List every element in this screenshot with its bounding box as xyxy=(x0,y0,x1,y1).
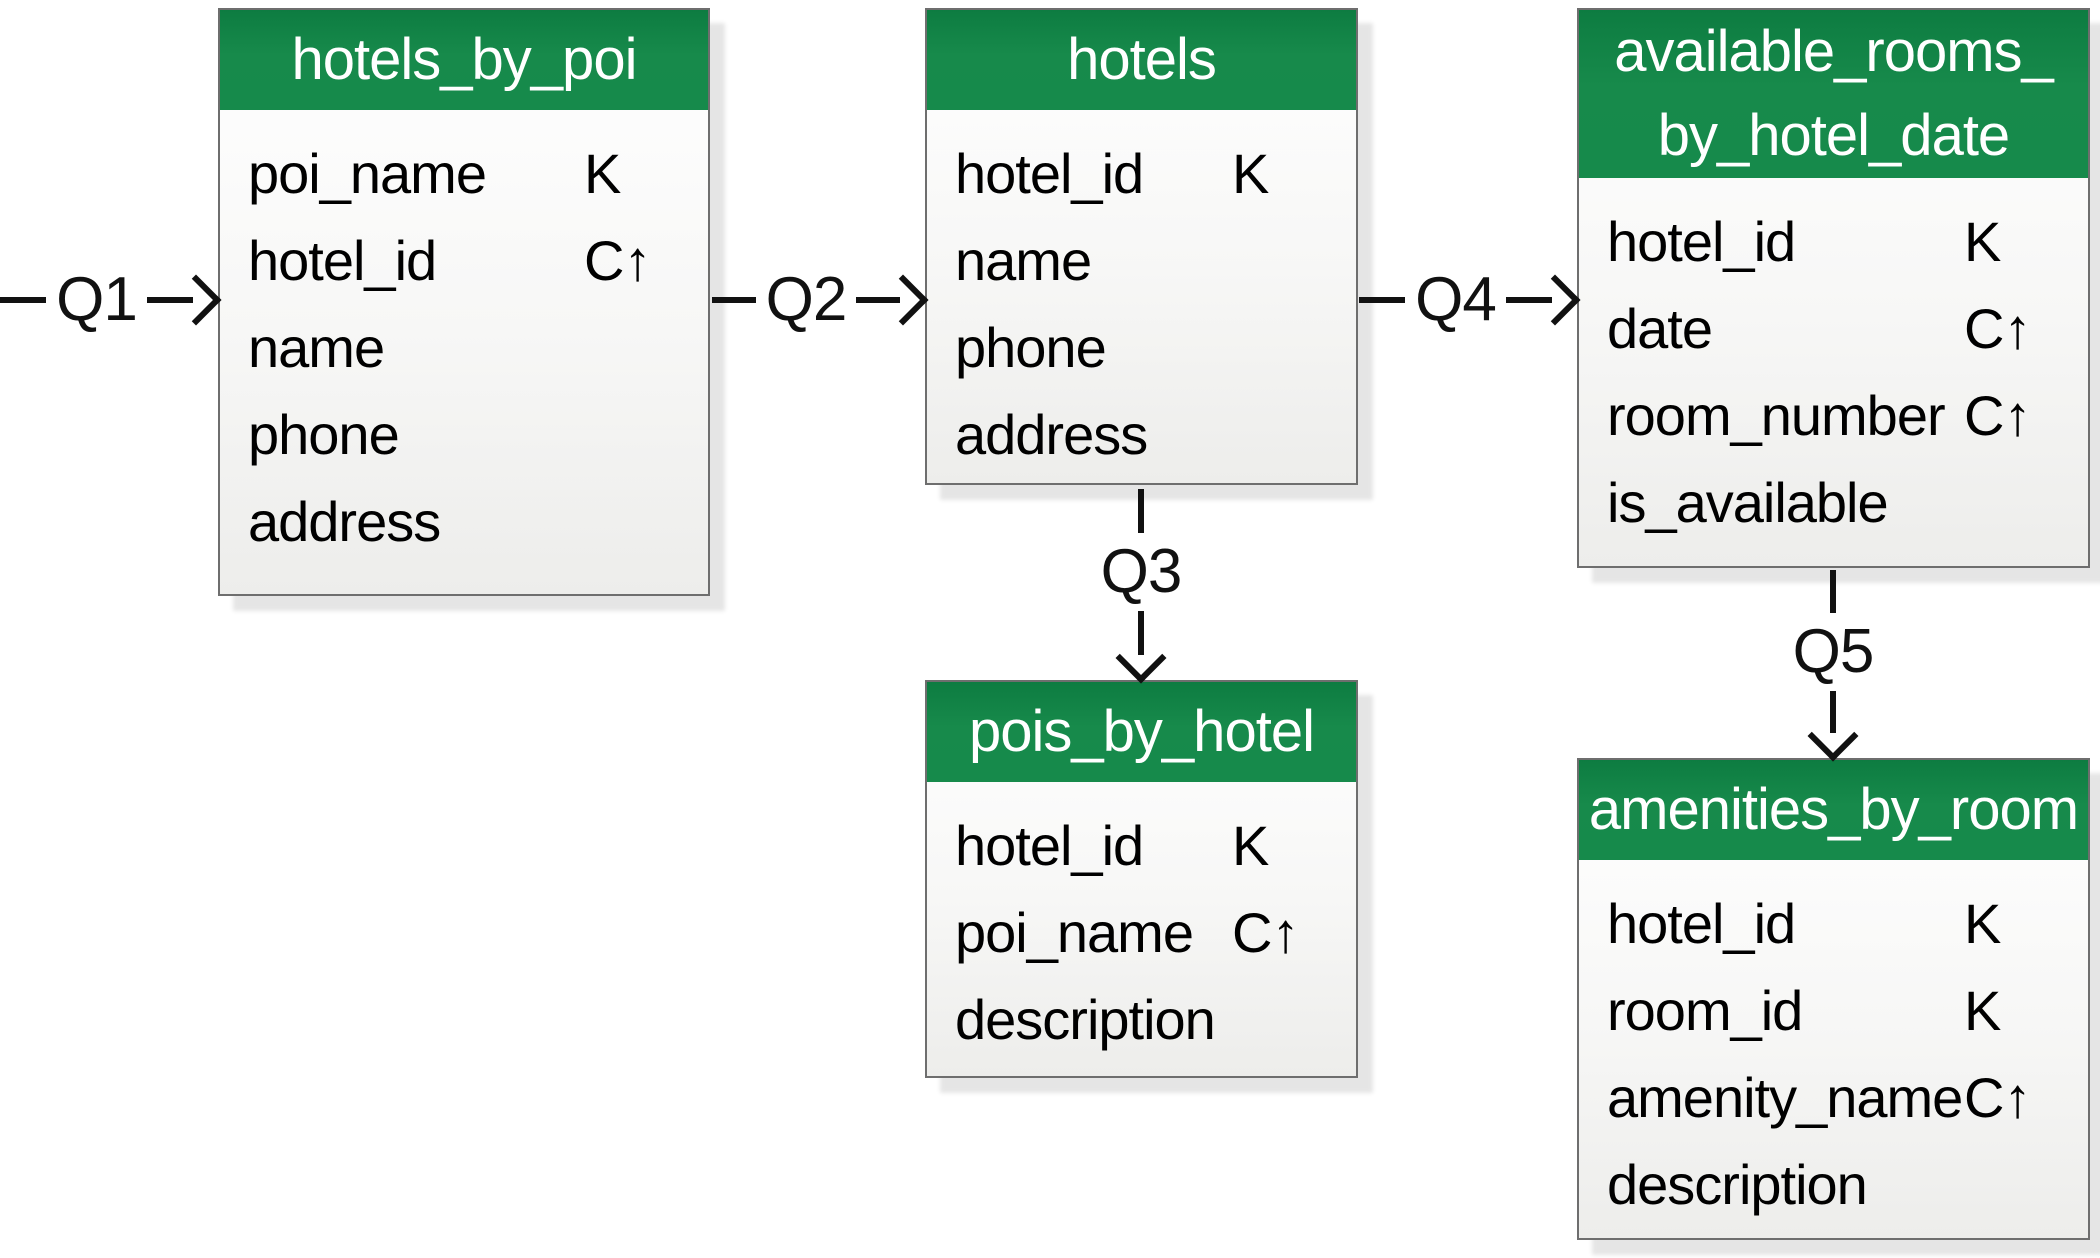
arrow-line xyxy=(146,297,193,303)
table-title: hotels_by_poi xyxy=(291,27,638,92)
column-key: C↑ xyxy=(1964,297,2031,360)
query-label-q1: Q1 xyxy=(56,265,138,334)
column-key: C↑ xyxy=(1232,901,1299,964)
column-key: K xyxy=(584,142,621,205)
arrow-line xyxy=(1830,570,1836,613)
column-name: hotel_id xyxy=(1607,210,1796,273)
arrow-line xyxy=(1359,297,1406,303)
row-hotel-id: hotel_id K xyxy=(1607,880,2060,967)
row-is-available: is_available xyxy=(1607,459,2060,546)
arrow-head-down-icon xyxy=(1807,710,1859,762)
column-name: poi_name xyxy=(955,901,1194,964)
arrow-head-right-icon xyxy=(877,274,929,326)
column-key: K xyxy=(1964,210,2001,273)
row-room-number: room_number C↑ xyxy=(1607,372,2060,459)
column-name: poi_name xyxy=(248,142,487,205)
table-header-hotels-by-poi: hotels_by_poi xyxy=(220,10,708,110)
row-hotel-id: hotel_id K xyxy=(955,130,1328,217)
table-amenities-by-room: amenities_by_room hotel_id K room_id K a… xyxy=(1577,758,2090,1240)
table-title: pois_by_hotel xyxy=(969,699,1315,764)
column-name: hotel_id xyxy=(955,814,1144,877)
arrow-head-right-icon xyxy=(170,274,222,326)
column-name: description xyxy=(955,988,1216,1051)
query-label-q3: Q3 xyxy=(1100,537,1183,606)
table-header-amenities-by-room: amenities_by_room xyxy=(1579,760,2088,860)
table-title: hotels xyxy=(1067,27,1217,92)
column-key: K xyxy=(1964,979,2001,1042)
row-amenity-name: amenity_name C↑ xyxy=(1607,1054,2060,1141)
column-key: K xyxy=(1232,814,1269,877)
row-phone: phone xyxy=(248,391,680,478)
table-title: available_rooms_ by_hotel_date xyxy=(1614,19,2054,168)
query-label-q5: Q5 xyxy=(1792,616,1875,686)
table-hotels-by-poi: hotels_by_poi poi_name K hotel_id C↑ nam… xyxy=(218,8,710,596)
table-body: hotel_id K name phone address xyxy=(927,110,1356,483)
arrow-line xyxy=(0,297,47,303)
column-key: C↑ xyxy=(584,229,651,292)
column-name: name xyxy=(955,229,1092,292)
query-label-q4: Q4 xyxy=(1415,265,1497,334)
table-body: hotel_id K date C↑ room_number C↑ is_ava… xyxy=(1579,178,2088,566)
table-body: hotel_id K poi_name C↑ description xyxy=(927,782,1356,1076)
column-name: phone xyxy=(955,316,1107,379)
column-name: date xyxy=(1607,297,1713,360)
arrow-line xyxy=(712,297,756,303)
arrow-head-down-icon xyxy=(1115,632,1167,684)
row-name: name xyxy=(248,304,680,391)
column-name: hotel_id xyxy=(955,142,1144,205)
table-header-available-rooms: available_rooms_ by_hotel_date xyxy=(1579,10,2088,178)
column-name: name xyxy=(248,316,385,379)
row-hotel-id: hotel_id K xyxy=(1607,198,2060,285)
column-name: address xyxy=(248,490,441,553)
table-available-rooms-by-hotel-date: available_rooms_ by_hotel_date hotel_id … xyxy=(1577,8,2090,568)
row-date: date C↑ xyxy=(1607,285,2060,372)
table-pois-by-hotel: pois_by_hotel hotel_id K poi_name C↑ des… xyxy=(925,680,1358,1078)
column-name: amenity_name xyxy=(1607,1066,1963,1129)
row-address: address xyxy=(955,391,1328,478)
row-name: name xyxy=(955,217,1328,304)
arrow-head-right-icon xyxy=(1529,274,1581,326)
row-phone: phone xyxy=(955,304,1328,391)
query-label-q2: Q2 xyxy=(765,265,848,334)
table-body: hotel_id K room_id K amenity_name C↑ des… xyxy=(1579,860,2088,1238)
query-arrow-q5: Q5 xyxy=(1773,570,1893,762)
table-body: poi_name K hotel_id C↑ name phone addres… xyxy=(220,110,708,594)
row-poi-name: poi_name K xyxy=(248,130,680,217)
table-header-hotels: hotels xyxy=(927,10,1356,110)
query-arrow-q1: Q1 xyxy=(0,265,222,334)
arrow-line xyxy=(856,297,900,303)
column-name: room_id xyxy=(1607,979,1803,1042)
column-name: address xyxy=(955,403,1148,466)
row-description: description xyxy=(1607,1141,2060,1228)
arrow-line xyxy=(1138,611,1144,655)
table-title: amenities_by_room xyxy=(1588,777,2079,842)
query-arrow-q3: Q3 xyxy=(1081,489,1201,684)
table-header-pois-by-hotel: pois_by_hotel xyxy=(927,682,1356,782)
query-arrow-q2: Q2 xyxy=(712,265,929,334)
column-name: hotel_id xyxy=(248,229,437,292)
row-room-id: room_id K xyxy=(1607,967,2060,1054)
row-address: address xyxy=(248,478,680,565)
column-name: description xyxy=(1607,1153,1868,1216)
table-hotels: hotels hotel_id K name phone address xyxy=(925,8,1358,485)
arrow-line xyxy=(1138,489,1144,533)
query-arrow-q4: Q4 xyxy=(1359,265,1581,334)
column-key: K xyxy=(1964,892,2001,955)
column-name: is_available xyxy=(1607,471,1889,534)
arrow-line xyxy=(1505,297,1552,303)
row-hotel-id: hotel_id C↑ xyxy=(248,217,680,304)
row-description: description xyxy=(955,976,1328,1063)
column-name: hotel_id xyxy=(1607,892,1796,955)
column-name: room_number xyxy=(1607,384,1946,447)
arrow-line xyxy=(1830,690,1836,733)
row-hotel-id: hotel_id K xyxy=(955,802,1328,889)
column-key: K xyxy=(1232,142,1269,205)
column-key: C↑ xyxy=(1964,1066,2031,1129)
column-name: phone xyxy=(248,403,400,466)
column-key: C↑ xyxy=(1964,384,2031,447)
row-poi-name: poi_name C↑ xyxy=(955,889,1328,976)
